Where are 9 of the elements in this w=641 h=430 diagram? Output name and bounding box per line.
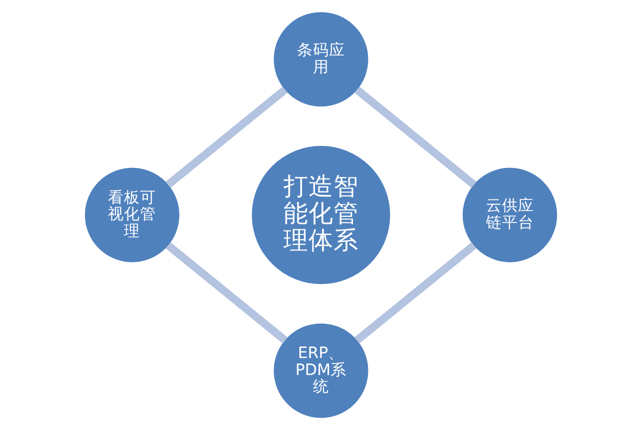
node-circle: 看板可视化管理 bbox=[84, 168, 179, 262]
connector bbox=[165, 242, 288, 344]
node-circle: 打造智能化管理体系 bbox=[251, 146, 390, 284]
connector bbox=[354, 86, 476, 188]
connector bbox=[354, 242, 476, 344]
node-circle: 云供应链平台 bbox=[462, 168, 557, 262]
node-circle: ERP、PDM系统 bbox=[273, 323, 368, 418]
node-circle: 条码应用 bbox=[273, 12, 368, 107]
connector bbox=[165, 86, 288, 188]
